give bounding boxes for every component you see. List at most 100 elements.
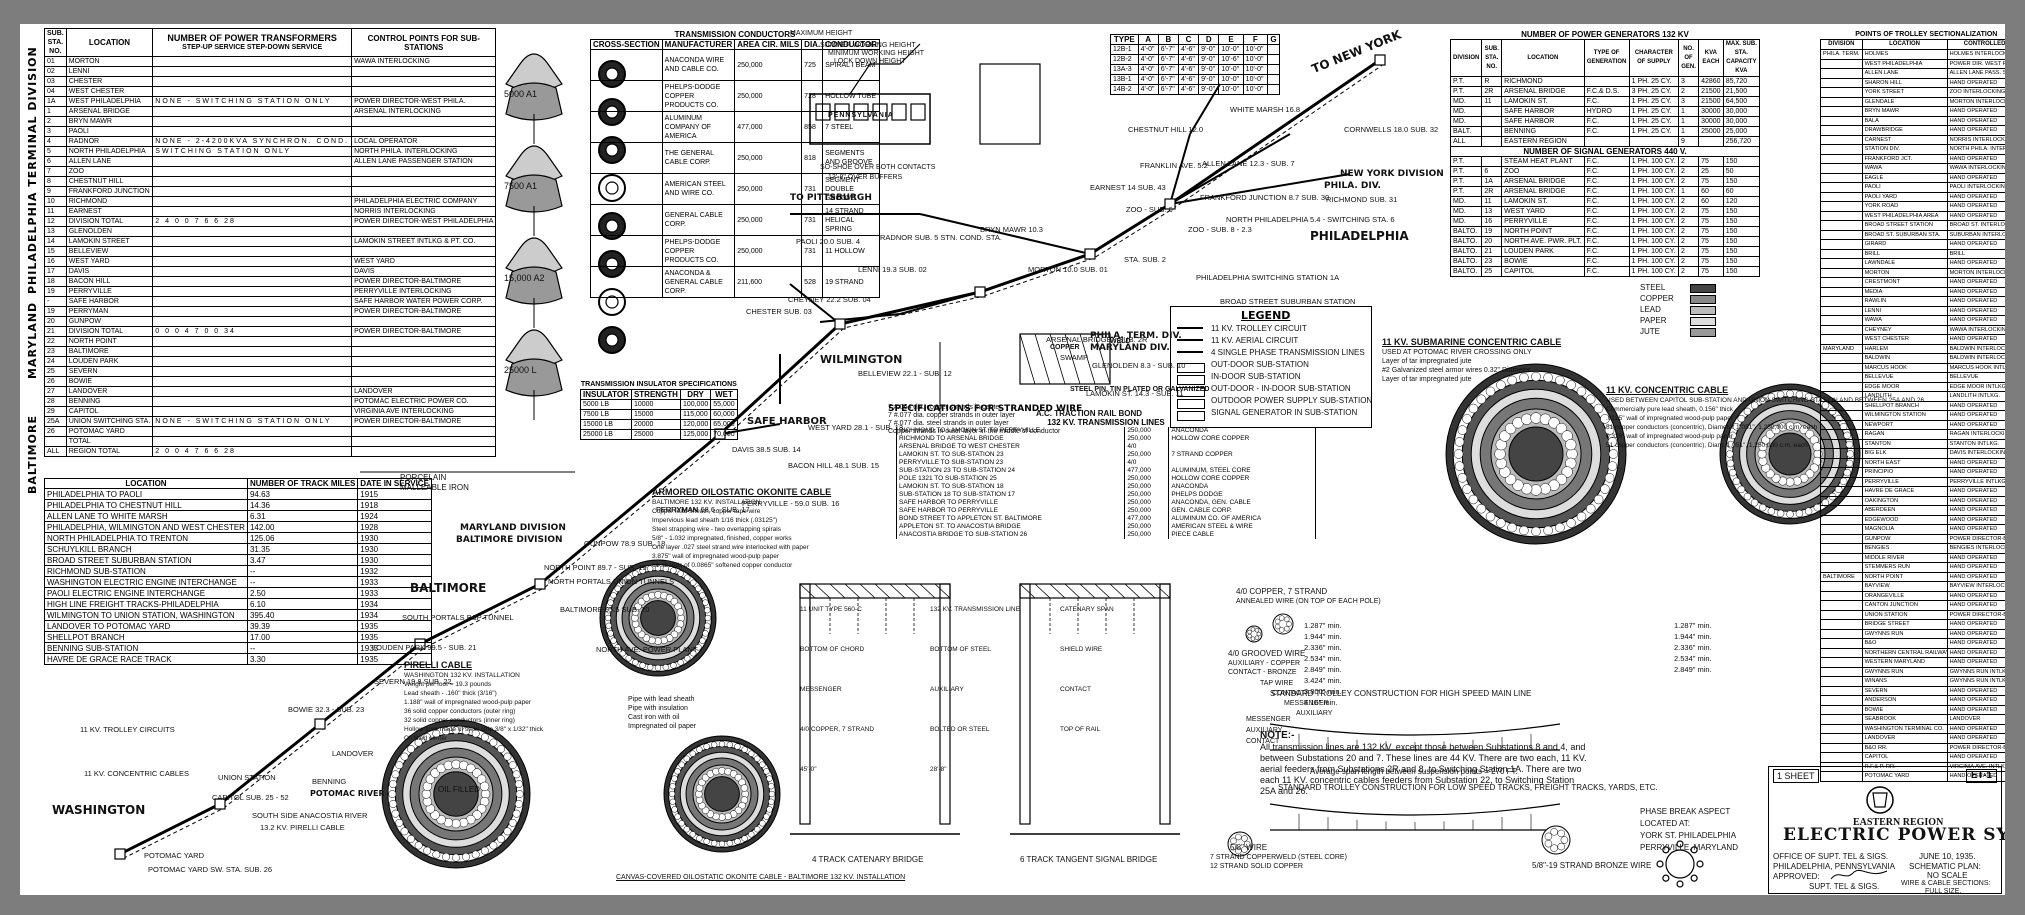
table-cell	[1820, 723, 1863, 734]
station-label: BOWIE 32.3 - SUB. 23	[288, 705, 365, 714]
table-cell: 1A	[1481, 176, 1503, 187]
pirelli-cable-strand	[512, 809, 521, 818]
table-cell: 250,000	[1124, 491, 1170, 499]
material-swatch	[1690, 284, 1716, 293]
map-label-washington: WASHINGTON	[52, 803, 146, 817]
table-cell: GUNPOW	[65, 316, 154, 327]
cable-note-line: Oil filled center	[404, 735, 447, 742]
table-cell: NORTH EAST	[1861, 457, 1948, 468]
trolley-low-speed-title: STANDARD TROLLEY CONSTRUCTION FOR LOW SP…	[1278, 783, 1658, 792]
table-cell: BRYN MAWR	[1861, 106, 1948, 117]
submarine-cable-strand	[1494, 448, 1506, 460]
table-cell: 1935	[357, 653, 432, 665]
table-cell: ANDERSON	[1861, 695, 1948, 706]
pirelli-cable-strand	[407, 745, 415, 753]
table-cell: 1 PH. 25 CY.	[1628, 76, 1680, 87]
table-cell	[1698, 136, 1724, 147]
bronze-wire-label: 5/8"-19 STRAND BRONZE WIRE	[1532, 861, 1652, 870]
map-line	[889, 583, 906, 599]
header-cell: SUB. STA. NO.	[44, 28, 67, 57]
table-cell: 1 PH. 100 CY.	[1628, 226, 1680, 237]
table-cell: 24	[44, 356, 67, 367]
trolley-wire-label: CONTACT	[1272, 690, 1306, 697]
pirelli-cable-strand	[508, 818, 517, 827]
oil-filled-label: OIL FILLED	[438, 785, 480, 794]
table-cell: HAND OPERATED	[1946, 305, 2005, 316]
table-cell: ARSENAL INTERLOCKING	[351, 106, 497, 117]
table-cell: 9	[1677, 136, 1700, 147]
table-cell: 31.35	[246, 543, 359, 555]
catenary-messenger	[1269, 723, 1561, 736]
table-cell: 818	[801, 142, 824, 174]
insulator-label: 25000 L	[504, 365, 537, 375]
stranded-specs-title: SPECIFICATIONS FOR STRANDED WIRE	[888, 404, 1083, 414]
table-cell: F.C.	[1583, 266, 1630, 277]
table-cell: 2	[1677, 216, 1700, 227]
table-cell	[1820, 410, 1863, 421]
map-line	[829, 583, 846, 599]
table-cell: AMERICAN STEEL & WIRE	[1168, 523, 1316, 531]
table-cell: YORK ROAD	[1861, 201, 1948, 212]
note-label: NOTE:-	[1260, 730, 1295, 741]
table-cell: WAWA INTERLOCKING	[351, 56, 497, 67]
table-cell	[1820, 733, 1863, 744]
submarine-cable-strand	[1495, 457, 1507, 469]
concentric-cable-strand	[1758, 396, 1767, 405]
pirelli-cable-strand	[395, 761, 404, 770]
concentric-cable-strand	[1743, 407, 1752, 416]
table-cell: 250,000	[1124, 427, 1170, 435]
table-cell	[1583, 76, 1630, 87]
table-cell	[152, 56, 353, 67]
concentric-cable-strand	[1726, 440, 1735, 449]
legend-item: IN-DOOR SUB-STATION	[1211, 372, 1301, 381]
table-cell: 28	[44, 396, 67, 407]
table-cell: STEAM HEAT PLANT	[1501, 156, 1585, 167]
station-label: LOUDEN PARK 99.5 - SUB. 21	[372, 643, 477, 652]
sections-label: WIRE & CABLE SECTIONS:	[1901, 880, 1991, 887]
table-row: WASHINGTON TERMINAL CO.HAND OPERATED	[1820, 723, 2005, 734]
table-cell: HAND OPERATED	[1946, 495, 2005, 506]
table-cell	[1820, 96, 1863, 107]
table-cell: 04	[44, 86, 67, 97]
table-cell: 75	[1698, 176, 1724, 187]
table-cell: 2.50	[246, 587, 359, 599]
armored-cable-strand	[684, 574, 691, 581]
wire-strand	[1256, 631, 1262, 637]
table-cell: BENNING	[65, 396, 154, 407]
submarine-cable-strand	[1496, 380, 1506, 390]
table-cell	[351, 116, 497, 127]
canvas-cable-strand	[768, 798, 775, 805]
submarine-cable-strand	[1604, 473, 1615, 483]
table-cell	[1820, 220, 1863, 231]
trolley-wire-label: MESSENGER	[1284, 700, 1329, 707]
shoe-label: SO-SHOE OVER BOTH CONTACTS	[820, 164, 936, 171]
header-cell: MANUFACTURER	[661, 39, 736, 50]
table-cell	[590, 142, 663, 174]
header-cell: LOCATION	[44, 478, 248, 489]
station-label: MORTON 10.0 SUB. 01	[1028, 265, 1108, 274]
table-cell: PHELPS-DODGE COPPER PRODUCTS CO.	[661, 235, 736, 267]
table-cell: 11	[44, 206, 67, 217]
wire-strand	[1230, 837, 1237, 845]
table-cell	[152, 426, 353, 437]
table-cell: BRYN MAWR	[65, 116, 154, 127]
substation-symbol	[834, 318, 846, 330]
table-cell: 150	[1722, 246, 1761, 257]
